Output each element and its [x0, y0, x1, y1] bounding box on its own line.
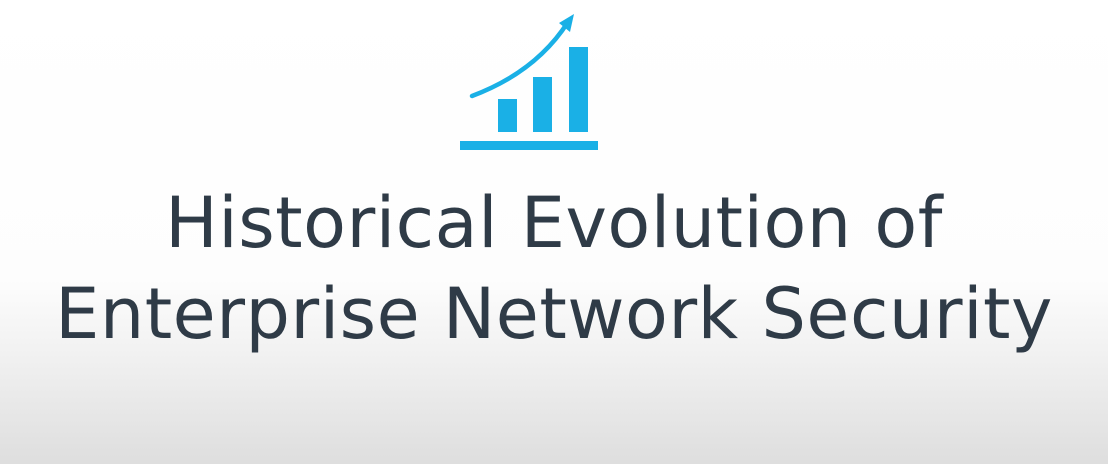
- chart-baseline: [460, 141, 598, 150]
- chart-bar-small: [498, 99, 517, 132]
- growth-chart-icon: [460, 14, 598, 150]
- title-line-1: Historical Evolution of: [165, 182, 943, 264]
- trend-arrow-head: [559, 14, 574, 32]
- slide-title: Historical Evolution of Enterprise Netwo…: [0, 178, 1108, 360]
- chart-bar-medium: [533, 77, 552, 132]
- chart-bar-large: [569, 47, 588, 132]
- trend-arrow-line: [469, 19, 571, 99]
- title-line-2: Enterprise Network Security: [55, 273, 1053, 355]
